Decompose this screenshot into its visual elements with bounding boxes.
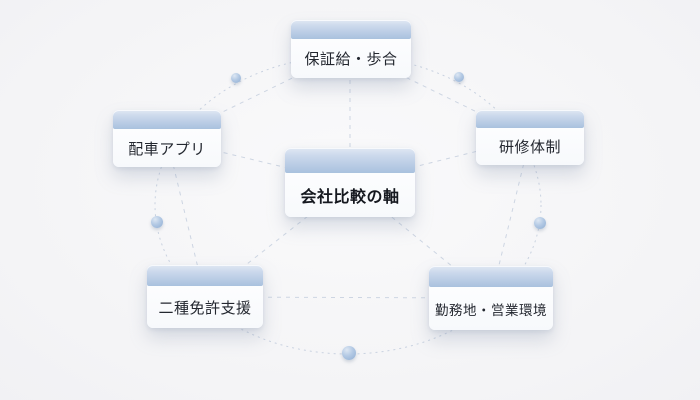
node-card-dispatch-app: 配車アプリ xyxy=(113,110,221,167)
card-header-bar xyxy=(429,266,553,287)
node-label: 勤務地・営業環境 xyxy=(435,302,547,318)
orbit-dot xyxy=(342,346,356,360)
diagram-title-label: 会社比較の軸 xyxy=(300,189,400,206)
node-card-comparison-axis: 会社比較の軸 xyxy=(285,148,415,217)
edge-left-top xyxy=(166,49,351,140)
node-label: 配車アプリ xyxy=(128,140,206,158)
orbit-dot xyxy=(231,73,241,83)
edge-top-right xyxy=(349,49,531,139)
card-header-bar xyxy=(285,148,415,173)
node-label: 保証給・歩合 xyxy=(304,51,398,68)
orbit-dot xyxy=(151,216,163,228)
node-card-license-support: 二種免許支援 xyxy=(147,265,263,328)
orbit-dot xyxy=(534,217,546,229)
orbit-dot xyxy=(454,72,464,82)
node-card-guaranteed-pay: 保証給・歩合 xyxy=(291,20,411,78)
node-card-training-system: 研修体制 xyxy=(476,110,584,165)
card-header-bar xyxy=(476,110,584,128)
node-label: 二種免許支援 xyxy=(158,299,252,317)
node-label: 研修体制 xyxy=(498,139,561,156)
orbit-ellipse xyxy=(154,55,542,355)
card-header-bar xyxy=(291,20,411,39)
node-card-work-environment: 勤務地・営業環境 xyxy=(429,266,553,330)
card-header-bar xyxy=(147,265,263,286)
card-header-bar xyxy=(113,110,221,129)
